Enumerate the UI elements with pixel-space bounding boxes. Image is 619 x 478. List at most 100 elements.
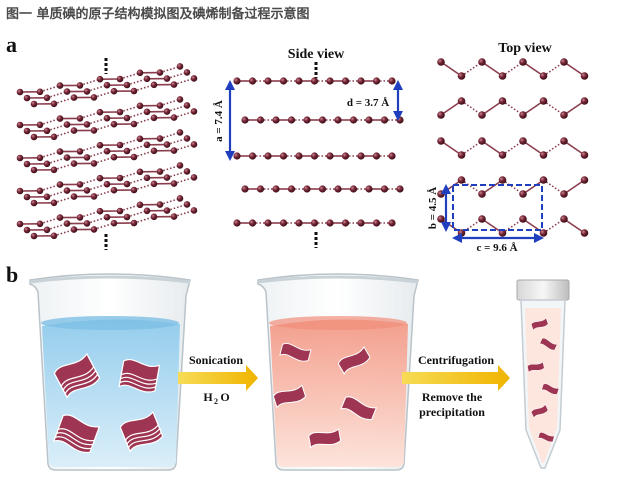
iodine-atom [123,81,131,89]
iodine-atom [63,220,71,227]
iodine-atom [357,77,365,85]
iodine-atom [539,151,548,159]
covalent-bond [563,61,585,77]
iodine-atom [56,115,64,122]
iodine-atom [50,232,58,240]
iodine-flake [537,432,555,443]
iodine-atom [560,111,568,119]
iodine-atom [43,226,51,234]
centrifugation-label: Centrifugation [418,353,494,367]
iodine-atom [63,121,71,128]
iodine-atom [190,108,198,115]
iodine-atom [183,102,191,109]
iodine-atom [170,213,178,220]
weak-bond [543,100,565,116]
iodine-atom [437,215,445,223]
iodine-atom [110,186,118,194]
iodine-atom [143,207,151,215]
top-view-title: Top view [498,41,552,56]
covalent-bond [440,100,462,116]
top-view-c-label: c = 9.6 Å [476,242,517,254]
iodine-atom [176,162,184,169]
side-view-d-dimension [393,80,403,121]
iodine-flake [272,384,307,409]
beaker-1-stacked-flakes [53,353,164,454]
iodine-flake [279,342,312,362]
iodine-atom [103,147,111,155]
side-view-d-label: d = 3.7 Å [347,97,389,109]
iodine-atom [23,160,31,168]
iodine-atom [233,219,241,227]
iodine-atom [70,226,78,233]
iodine-atom [318,116,327,124]
iodine-atom [96,141,104,149]
iodine-atom [70,127,78,134]
weak-bond [461,100,483,116]
covalent-bond [563,218,585,234]
iodine-atom [478,137,486,145]
iodine-atom [43,94,51,102]
iodine-atom [163,141,171,148]
iodine-atom [76,148,84,155]
iodine-atom [498,97,507,105]
iodine-atom [83,154,91,161]
iodine-atom [63,187,71,194]
iodine-atom [498,151,507,159]
iodine-atom [580,176,589,184]
iodine-atom [156,168,164,175]
iodine-atom [83,220,91,227]
iodine-atom [341,219,350,227]
iodine-atom [256,185,265,193]
iodine-flake [530,404,549,419]
iodine-atom [519,111,527,119]
iodine-atom [76,181,84,188]
iodine-atom [143,174,151,182]
iodine-atom [143,141,151,149]
iodine-atom [96,108,104,116]
iodine-atom [176,195,184,202]
iodine-atom [498,72,507,80]
top-view-b-dimension [441,184,451,232]
iodine-atom [36,220,44,228]
top-view-lattice [437,58,589,237]
iodine-atom [349,116,358,124]
weak-bond [461,179,483,195]
iodine-atom [50,133,58,141]
iodine-atom [143,108,151,116]
iodine-atom [272,116,280,124]
iodine-atom [248,77,257,85]
iodine-atom [30,199,38,207]
iodine-atom [156,135,164,142]
iodine-atom [380,116,389,124]
iodine-atom [176,63,184,70]
iodine-atom [36,121,44,129]
iodine-atom [539,72,548,80]
iodine-atom [150,147,158,155]
iodine-atom [303,185,311,193]
iodine-atom [150,81,158,89]
iodine-atom [248,152,257,160]
iodine-atom [30,100,38,108]
iodine-atom [357,219,365,227]
iodine-atom [170,147,178,154]
iodine-atom [580,151,589,159]
iodine-atom [272,185,280,193]
iodine-atom [295,77,303,85]
iodine-atom [457,151,466,159]
iodine-atom [130,219,138,227]
iodine-atom [116,207,124,215]
iodine-atom [310,152,319,160]
iodine-atom [116,141,124,149]
side-view-title: Side view [288,47,345,62]
iodine-atom [279,219,288,227]
iodine-atom [163,108,171,115]
covalent-bond [440,140,462,156]
iodine-atom [136,102,144,110]
figure-caption: 图一 单质碘的原子结构模拟图及碘烯制备过程示意图 [6,7,310,22]
iodine-atom [498,176,507,184]
iodine-atom [241,116,249,124]
iodine-atom [437,137,445,145]
iodine-atom [43,160,51,168]
iodine-atom [96,174,104,182]
iodine-atom [560,215,568,223]
